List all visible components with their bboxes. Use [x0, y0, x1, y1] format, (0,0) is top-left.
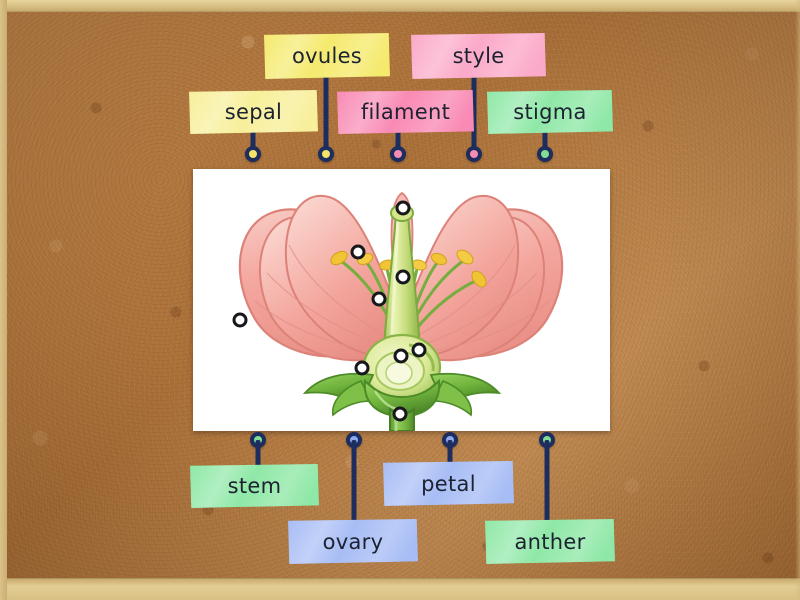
target-stem[interactable]	[392, 406, 408, 422]
pin-head-stigma	[537, 146, 553, 162]
label-stem[interactable]: stem	[190, 464, 319, 508]
pin-stem	[447, 440, 453, 474]
pin-stem	[544, 440, 550, 528]
label-text: style	[452, 44, 505, 68]
pin-stem	[471, 70, 477, 154]
label-text: stem	[227, 474, 282, 498]
target-sepal[interactable]	[354, 360, 370, 376]
label-text: filament	[360, 100, 451, 124]
target-ovary-right[interactable]	[411, 342, 427, 358]
ovules-shape	[385, 361, 413, 385]
diagram-panel	[193, 169, 610, 431]
frame-top-edge	[0, 0, 800, 12]
label-text: anther	[514, 529, 586, 554]
target-petal-upper[interactable]	[350, 244, 366, 260]
frame-bottom-edge	[0, 578, 800, 600]
pin-ovules[interactable]	[318, 70, 334, 162]
label-filament[interactable]: filament	[337, 90, 474, 134]
label-text: ovary	[322, 529, 384, 554]
pin-petal[interactable]	[442, 432, 458, 474]
pin-stem-label[interactable]	[250, 432, 266, 474]
label-ovules[interactable]: ovules	[264, 33, 390, 79]
frame-right-edge	[795, 0, 800, 600]
frame-left-edge	[0, 0, 7, 600]
pin-stem	[255, 440, 261, 474]
label-text: sepal	[224, 100, 283, 124]
label-text: petal	[421, 471, 476, 496]
target-petal-left[interactable]	[232, 312, 248, 328]
label-sepal[interactable]: sepal	[189, 90, 318, 134]
pin-head-filament	[390, 146, 406, 162]
label-ovary[interactable]: ovary	[288, 519, 418, 564]
target-stigma-tip[interactable]	[395, 200, 411, 216]
label-text: stigma	[513, 100, 587, 124]
pin-head-ovules	[318, 146, 334, 162]
pin-stem	[323, 70, 329, 154]
pin-head-style	[466, 146, 482, 162]
label-anther[interactable]: anther	[485, 519, 615, 564]
target-filament[interactable]	[371, 291, 387, 307]
label-style[interactable]: style	[411, 33, 546, 79]
pin-stem	[351, 440, 357, 528]
pin-style[interactable]	[466, 70, 482, 162]
pin-head-sepal	[245, 146, 261, 162]
sepals	[302, 372, 502, 419]
flower-diagram	[238, 191, 564, 431]
label-stigma[interactable]: stigma	[487, 90, 613, 134]
pin-anther[interactable]	[539, 432, 555, 528]
target-ovules[interactable]	[393, 348, 409, 364]
target-style-mid[interactable]	[395, 269, 411, 285]
pin-ovary[interactable]	[346, 432, 362, 528]
label-petal[interactable]: petal	[383, 461, 514, 506]
label-text: ovules	[291, 44, 363, 68]
